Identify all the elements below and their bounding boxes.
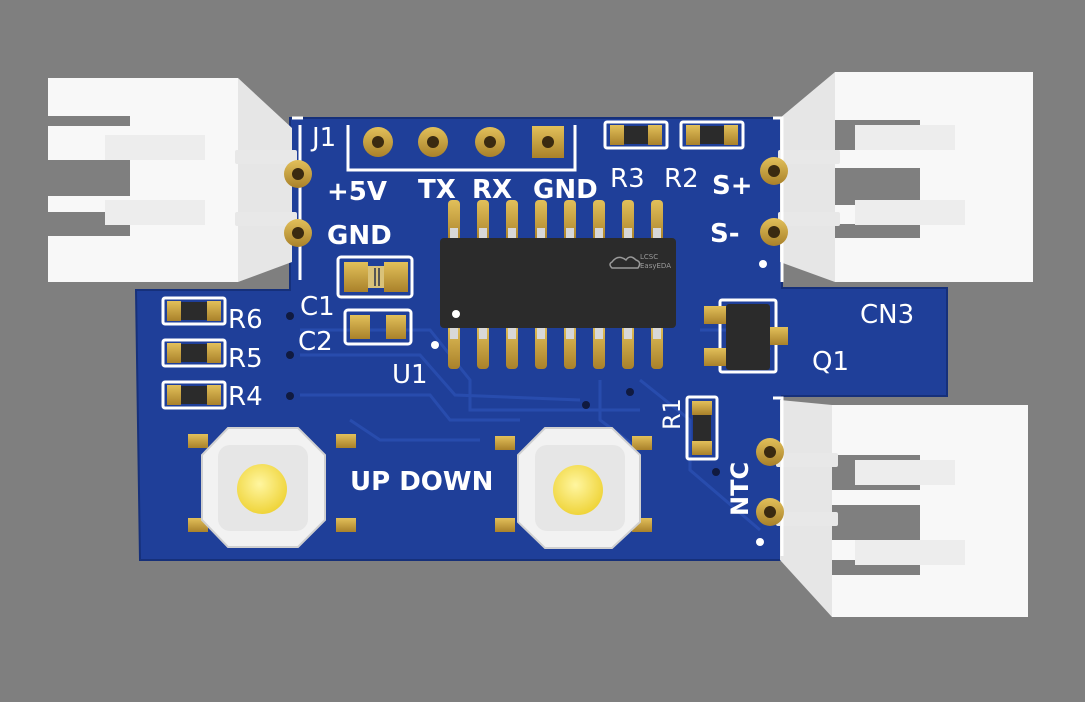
label-r1: R1 [658,398,686,430]
label-c1: C1 [300,292,335,322]
label-r4: R4 [228,382,263,412]
resistors-top [610,125,738,145]
label-splus: S+ [712,171,753,201]
label-r3: R3 [610,164,645,194]
pcb-traces [300,328,772,532]
label-sminus: S- [710,219,740,249]
silkscreen-outlines [161,116,784,556]
capacitors [344,262,408,339]
transistor-q1 [704,304,788,370]
label-cn3: CN3 [860,300,914,330]
resistors-left [167,301,221,405]
left-connector [48,78,297,282]
label-gnd: GND [327,221,392,251]
svg-text:EasyEDA: EasyEDA [640,262,671,270]
label-tx: TX [418,175,456,205]
connector-pads [284,157,788,526]
label-r6: R6 [228,305,263,335]
label-rx: RX [472,175,512,205]
right-connector-bottom [776,400,1028,617]
label-q1: Q1 [812,347,849,377]
silkscreen-labels: J1 +5V GND TX RX GND R3 R2 S+ S- CN3 Q1 … [228,123,914,516]
vias [286,312,720,476]
label-r2: R2 [664,164,699,194]
ic-u1: LCSC EasyEDA [440,200,676,369]
label-c2: C2 [298,327,333,357]
j1-header-pads [363,126,564,158]
right-connector-top [778,72,1033,282]
svg-text:LCSC: LCSC [640,253,658,261]
button-up[interactable] [188,427,356,548]
label-r5: R5 [228,344,263,374]
label-u1: U1 [392,360,428,390]
label-up-down: UP DOWN [350,467,493,497]
label-j1: J1 [310,123,336,153]
resistor-r1 [692,401,712,455]
label-ntc: NTC [726,462,754,516]
label-gnd2: GND [533,175,598,205]
silk-dots [431,260,767,546]
button-down[interactable] [495,427,652,549]
label-plus5v: +5V [327,177,387,207]
